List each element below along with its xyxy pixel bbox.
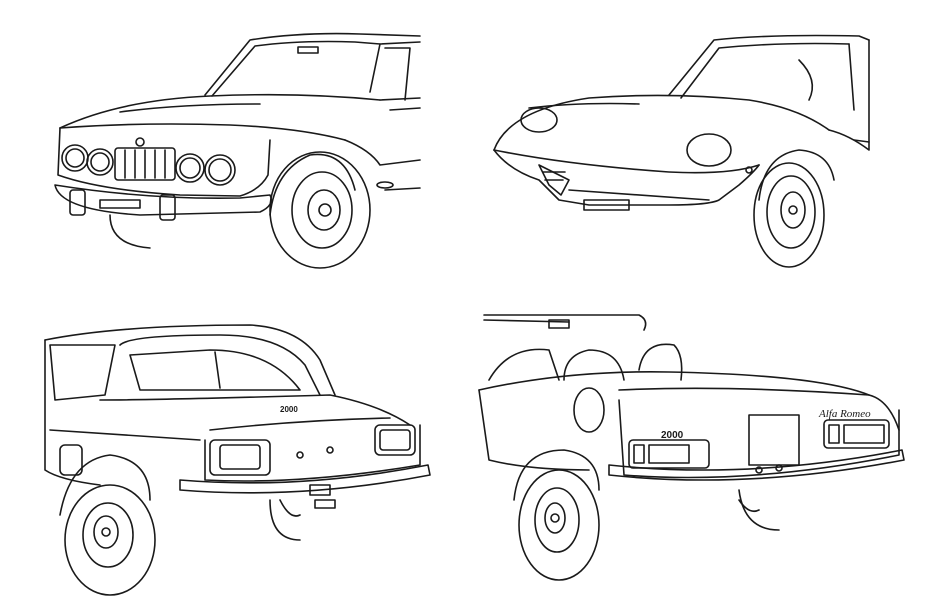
spider-rear-view: 2000 Alfa Romeo <box>469 300 938 600</box>
coupe-rear-view: 2000 <box>0 300 469 600</box>
coupe-front-view <box>0 0 469 300</box>
rear-badge: 2000 <box>280 405 298 414</box>
spider-front-view <box>469 0 938 300</box>
model-badge: 2000 <box>661 430 684 441</box>
script-badge: Alfa Romeo <box>818 408 871 420</box>
